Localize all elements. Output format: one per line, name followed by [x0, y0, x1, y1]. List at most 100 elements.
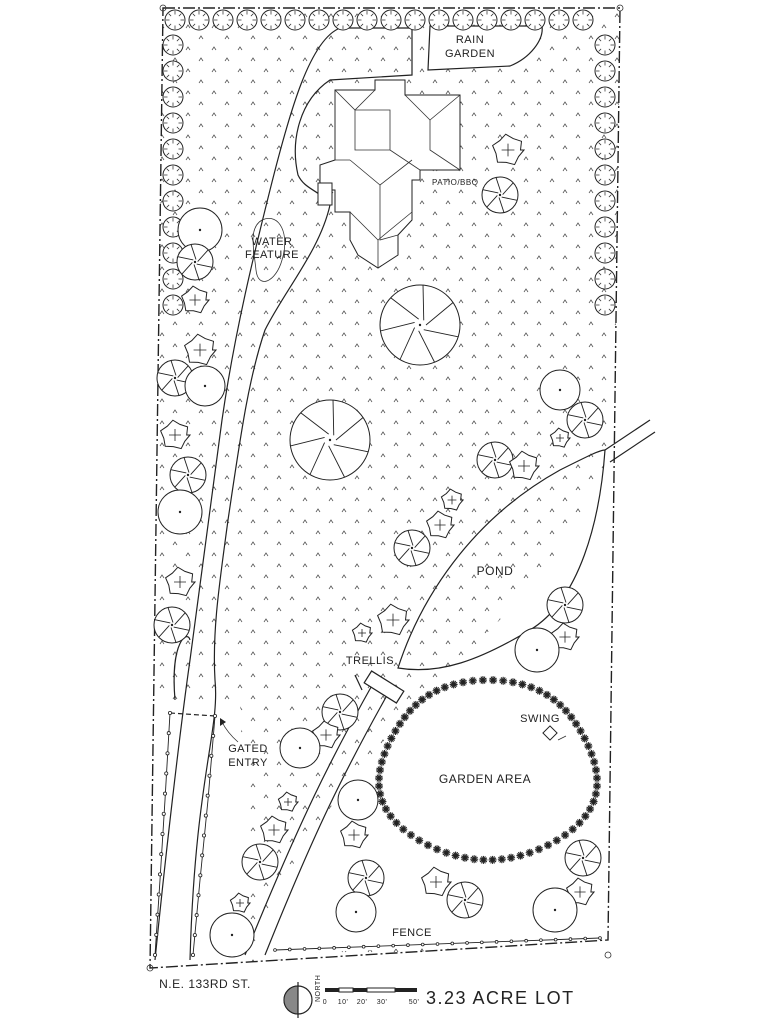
shrub-icon [159, 419, 192, 450]
shrub-icon [500, 9, 522, 31]
shrub-icon [164, 566, 197, 597]
deciduous-tree-icon [184, 365, 226, 407]
hedge-shrub-icon [383, 742, 392, 751]
hedge-shrub-icon [507, 853, 516, 862]
hedge-shrub-icon [527, 683, 536, 692]
hedge-shrub-icon [375, 782, 384, 791]
property-boundary [149, 7, 621, 969]
hedge-shrub-icon [589, 797, 598, 806]
hedge-shrub-icon [451, 851, 460, 860]
deciduous-tree-icon [539, 369, 581, 411]
hedge-shrub-icon [576, 726, 585, 735]
hedge-shrub-icon [381, 805, 390, 814]
hedge-shrub-icon [392, 818, 401, 827]
house-roof-plan [317, 79, 461, 269]
scale-tick-label: 30' [377, 999, 388, 1006]
hedge-shrub-icon [586, 805, 595, 814]
gated-entry-label: GATED [228, 743, 268, 755]
shrub-icon [549, 427, 572, 448]
hedge-shrub-icon [584, 742, 593, 751]
hedge-shrub-icon [479, 855, 488, 864]
hedge-shrub-icon [544, 841, 553, 850]
hedge-shrub-icon [542, 690, 551, 699]
shrub-icon [162, 112, 184, 134]
legend: NORTH 0 10' 20' 30' 50' 3.23 ACRE LOT [283, 975, 575, 1018]
gated-entry [169, 712, 239, 743]
hedge-shrub-icon [587, 749, 596, 758]
hedge-shrub-icon [378, 797, 387, 806]
shrub-icon [260, 9, 282, 31]
shrub-icon [380, 9, 402, 31]
hedge-shrub-icon [423, 841, 432, 850]
hedge-shrub-icon [377, 757, 386, 766]
conifer-tree-icon [481, 176, 519, 214]
shrub-icon [162, 138, 184, 160]
hedge-shrub-icon [400, 713, 409, 722]
scale-tick-label: 10' [338, 999, 349, 1006]
shrub-icon [594, 86, 616, 108]
hedge-shrub-icon [508, 678, 517, 687]
shrub-icon [332, 9, 354, 31]
hedge-shrub-icon [567, 713, 576, 722]
conifer-tree-icon [176, 243, 214, 281]
shrub-icon [162, 164, 184, 186]
scale-tick-label: 50' [409, 999, 420, 1006]
hedge-shrub-icon [442, 848, 451, 857]
shrub-icon [594, 294, 616, 316]
hedge-shrub-icon [375, 774, 384, 783]
pond-label: POND [477, 564, 514, 578]
hedge-shrub-icon [395, 719, 404, 728]
shrub-icon [594, 268, 616, 290]
gated-entry-label: ENTRY [228, 757, 268, 769]
shrub-icon [164, 9, 186, 31]
hedge-shrub-icon [470, 855, 479, 864]
hedge-shrub-icon [380, 749, 389, 758]
shrub-icon [594, 190, 616, 212]
shrub-icon [404, 9, 426, 31]
conifer-tree-icon [476, 441, 514, 479]
hedge-shrub-icon [432, 686, 441, 695]
lot-size-label: 3.23 ACRE LOT [426, 988, 575, 1008]
shrub-icon [162, 190, 184, 212]
hedge-shrub-icon [489, 676, 498, 685]
conifer-tree-icon [546, 586, 584, 624]
planting [153, 9, 616, 958]
deciduous-tree-icon [279, 727, 321, 769]
shrub-icon [162, 294, 184, 316]
conifer-tree-icon [321, 693, 359, 731]
deciduous-tree-icon [209, 912, 255, 958]
street-label: N.E. 133RD ST. [159, 977, 251, 991]
shrub-icon [339, 820, 370, 849]
garden-area-hedge [375, 676, 601, 864]
shrub-icon [594, 216, 616, 238]
shrub-icon [259, 815, 290, 844]
hedge-shrub-icon [525, 848, 534, 857]
deciduous-tree-icon [532, 887, 578, 933]
hedge-shrub-icon [516, 851, 525, 860]
shrub-icon [594, 34, 616, 56]
shrub-icon [277, 791, 300, 812]
hedge-shrub-icon [590, 757, 599, 766]
shrub-icon [440, 488, 465, 511]
shrub-icon [311, 720, 342, 749]
scale-tick-label: 20' [357, 999, 368, 1006]
conifer-tree-icon [241, 843, 279, 881]
hedge-shrub-icon [387, 734, 396, 743]
rain-garden-label: RAIN [456, 34, 484, 46]
hedge-shrub-icon [376, 789, 385, 798]
shrub-icon [420, 866, 453, 897]
hedge-shrub-icon [391, 726, 400, 735]
conifer-tree-icon [289, 399, 371, 481]
hedge-shrub-icon [518, 680, 527, 689]
swing-label: SWING [520, 713, 560, 725]
hedge-shrub-icon [406, 831, 415, 840]
hedge-shrub-icon [459, 678, 468, 687]
hedge-shrub-icon [406, 706, 415, 715]
shrub-icon [594, 164, 616, 186]
deciduous-tree-icon [514, 627, 560, 673]
shrub-icon [356, 9, 378, 31]
hedge-shrub-icon [468, 676, 477, 685]
shrub-icon [452, 9, 474, 31]
deciduous-tree-icon [337, 779, 379, 821]
